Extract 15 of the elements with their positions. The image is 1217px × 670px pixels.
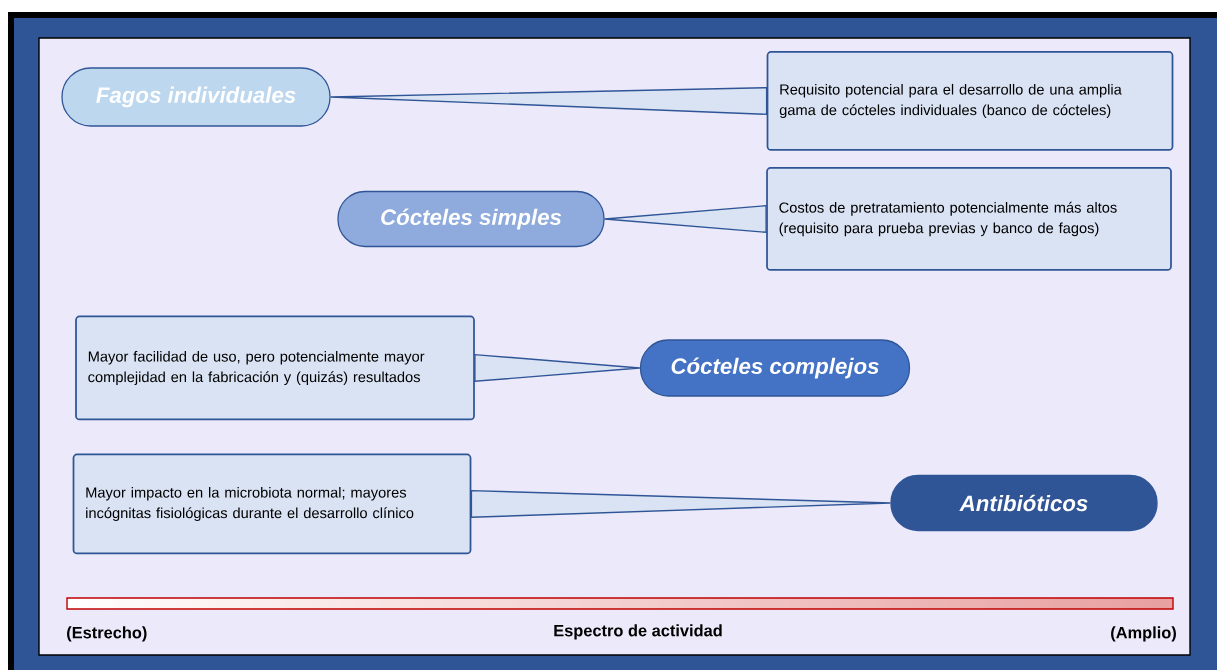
callout-box: Mayor impacto en la microbiota normal; mayores incógnitas fisiológicas durante el desarrollo clínico bbox=[72, 453, 472, 555]
callout-box: Requisito potencial para el desarrollo de una amplia gama de cócteles individuales (banco de cócteles) bbox=[766, 51, 1174, 151]
callout-box: Costos de pretratamiento potencialmente más altos (requisito para prueba previas y banco de fagos) bbox=[766, 167, 1172, 271]
axis-label: Espectro de actividad bbox=[554, 624, 722, 640]
category-pill: Cócteles complejos bbox=[639, 339, 911, 397]
category-pill: Cócteles simples bbox=[337, 190, 605, 248]
callout-box: Mayor facilidad de uso, pero potencialmente mayor complejidad en la fabricación y (quizás) resultados bbox=[75, 315, 475, 421]
callout-wedge bbox=[474, 353, 641, 383]
callout-wedge bbox=[470, 489, 892, 519]
category-pill: Antibióticos bbox=[890, 474, 1158, 532]
axis-label: (Amplio) bbox=[1111, 626, 1176, 642]
axis-label: (Estrecho) bbox=[67, 626, 147, 642]
callout-wedge bbox=[603, 204, 767, 234]
category-pill: Fagos individuales bbox=[61, 67, 331, 127]
callout-wedge bbox=[329, 86, 768, 116]
